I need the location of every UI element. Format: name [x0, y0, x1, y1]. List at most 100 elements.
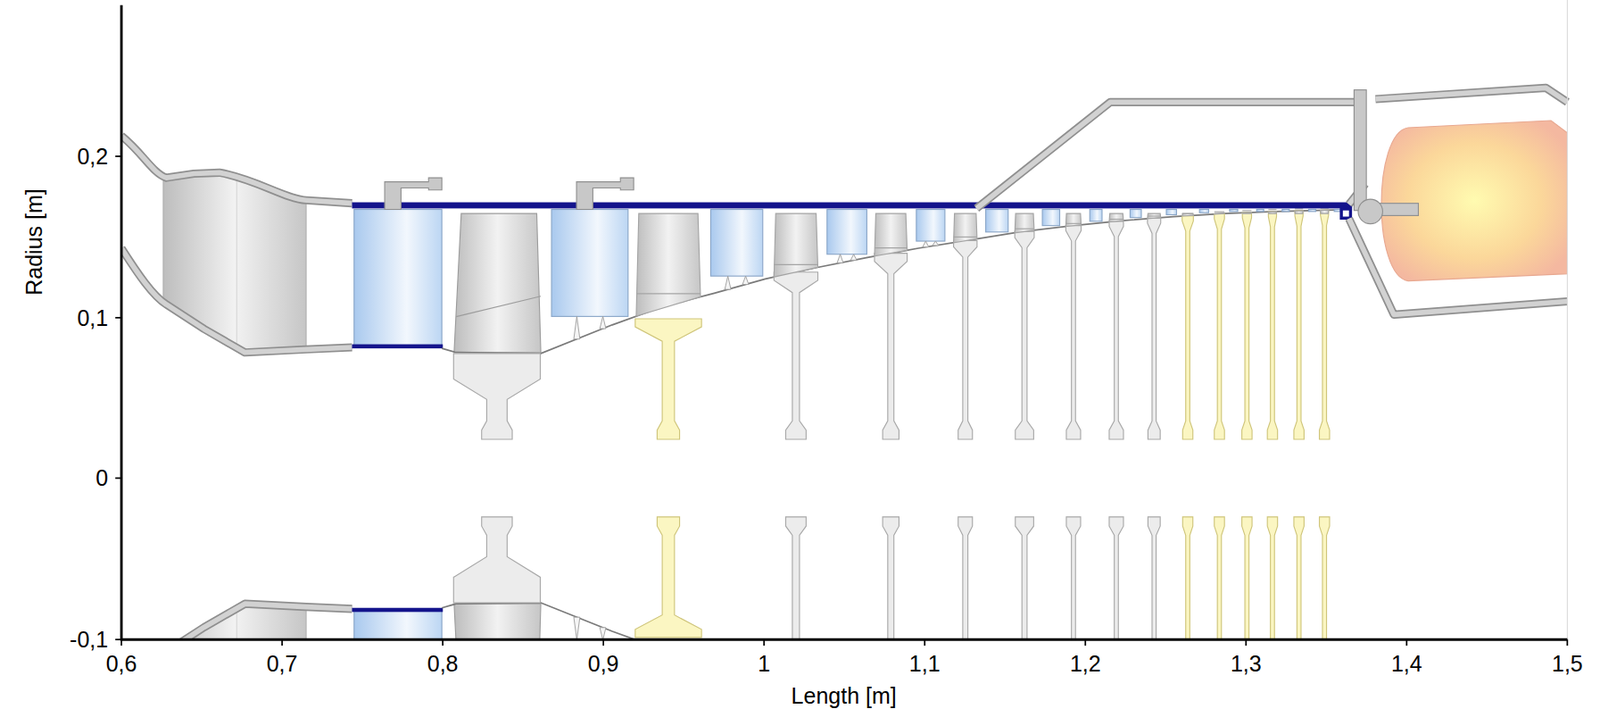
injector-strut [1353, 90, 1367, 211]
y-tick [115, 316, 122, 319]
inlet-hub-inner [121, 248, 352, 353]
rotor-disk [1065, 225, 1081, 440]
rotor-blade [827, 209, 868, 255]
tick-label: 0,2 [76, 145, 108, 168]
outer-casing-inner [976, 101, 1358, 208]
casing-shroud [352, 202, 1353, 209]
tick-label: 1,3 [1230, 651, 1262, 674]
rotor-disk [773, 272, 818, 440]
rotor-disk [1182, 215, 1194, 440]
x-tick [762, 638, 765, 646]
stator-blade [1242, 212, 1252, 214]
rotor-blade [1229, 209, 1238, 212]
upper-half [121, 135, 1352, 440]
bleed-port [576, 177, 634, 209]
injector-arm [1379, 203, 1418, 216]
combustor-casing-inner [1375, 87, 1567, 102]
rotor-disk [1147, 217, 1161, 440]
rotor-blade [986, 209, 1009, 233]
stator-blade [1109, 213, 1124, 222]
stator-blade [1182, 213, 1194, 216]
x-tick [1566, 638, 1569, 646]
x-tick [602, 638, 605, 646]
y-tick [115, 477, 122, 480]
shroud-end [1339, 207, 1352, 220]
y-axis [120, 5, 124, 641]
stator-blade [1065, 213, 1081, 227]
seal-tooth [837, 254, 844, 264]
compressor-section [121, 135, 1352, 440]
rotor-disk [453, 353, 540, 440]
stator-blade [1268, 211, 1277, 214]
inlet-casing-inner [121, 135, 352, 204]
outer-casing [976, 101, 1358, 208]
rotor-blade [354, 209, 442, 347]
combustor-casing [1375, 87, 1567, 102]
rotor-blade [551, 209, 629, 317]
stator-blade [636, 213, 701, 316]
seal-tooth [742, 275, 749, 284]
rotor-blade [1042, 209, 1060, 226]
rotor-disk [1319, 209, 1330, 440]
x-tick [441, 638, 444, 646]
tick-label: 0,7 [266, 651, 299, 674]
stator-platform [1268, 208, 1277, 210]
x-tick [120, 638, 123, 646]
stator-platform [1109, 218, 1124, 220]
x-axis [120, 638, 1567, 641]
stator-platform [953, 236, 978, 238]
rotor-disk [874, 253, 908, 440]
tick-label: 1 [757, 651, 771, 674]
stator-blade [773, 213, 818, 277]
stator-blade [1147, 213, 1161, 219]
stator-blade [1214, 213, 1225, 216]
stator-blade [1320, 209, 1329, 214]
y-tick [115, 638, 122, 640]
stator-platform [636, 292, 701, 294]
mirrored-section [121, 516, 1352, 639]
stator-blade [454, 213, 541, 353]
seal-tooth [599, 315, 606, 329]
rotor-disk [635, 318, 702, 440]
x-tick [281, 638, 283, 646]
y-tick [115, 155, 122, 158]
tick-label: 0,9 [588, 651, 620, 674]
seal-tooth [922, 240, 929, 248]
stator-blade [1294, 210, 1303, 214]
tick-label: 0 [95, 466, 108, 490]
tick-label: -0,1 [69, 628, 108, 651]
blade-line [455, 296, 541, 317]
plot-edge [1566, 0, 1568, 639]
injector-head [1358, 198, 1383, 224]
axis-title: Length [m] [791, 684, 897, 707]
inlet-hub [121, 248, 352, 353]
stator-platform [874, 247, 908, 249]
inlet-casing [121, 135, 352, 204]
tick-label: 1,4 [1391, 651, 1423, 674]
rotor-blade [710, 209, 763, 277]
rotor-hub-line [352, 344, 444, 349]
tick-label: 1,1 [909, 651, 941, 674]
stator-platform [1065, 223, 1081, 224]
rotor-disk [1293, 210, 1304, 440]
rotor-disk [953, 240, 978, 440]
rotor-disk [1014, 231, 1035, 440]
hub-contour [441, 209, 1352, 354]
tick-label: 0,8 [427, 651, 459, 674]
seal-tooth [573, 315, 581, 339]
stator-blade [953, 213, 978, 243]
vane-edge [236, 173, 238, 351]
tick-label: 0,1 [76, 306, 108, 329]
shroud-end-inner [1343, 210, 1350, 217]
tick-label: 1,2 [1069, 651, 1102, 674]
flame-tube [1381, 120, 1567, 282]
lower-half [121, 516, 1352, 639]
seal-tooth [932, 240, 939, 246]
rotor-blade [1199, 209, 1209, 214]
stator-blade [874, 213, 908, 257]
combustor [976, 87, 1567, 315]
stator-platform [1147, 215, 1161, 216]
seal-tooth [850, 254, 857, 261]
